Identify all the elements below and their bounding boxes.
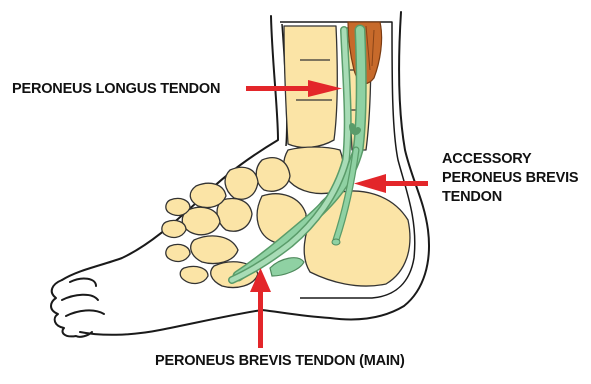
label-peroneus-longus-tendon: PERONEUS LONGUS TENDON	[12, 80, 220, 99]
label-peroneus-brevis-tendon-main: PERONEUS BREVIS TENDON (MAIN)	[155, 352, 405, 371]
label-accessory-line-3: TENDON	[442, 188, 578, 207]
label-accessory-line-2: PERONEUS BREVIS	[442, 169, 578, 188]
label-accessory-peroneus-brevis-tendon: ACCESSORY PERONEUS BREVIS TENDON	[442, 150, 578, 207]
label-accessory-line-1: ACCESSORY	[442, 150, 578, 169]
